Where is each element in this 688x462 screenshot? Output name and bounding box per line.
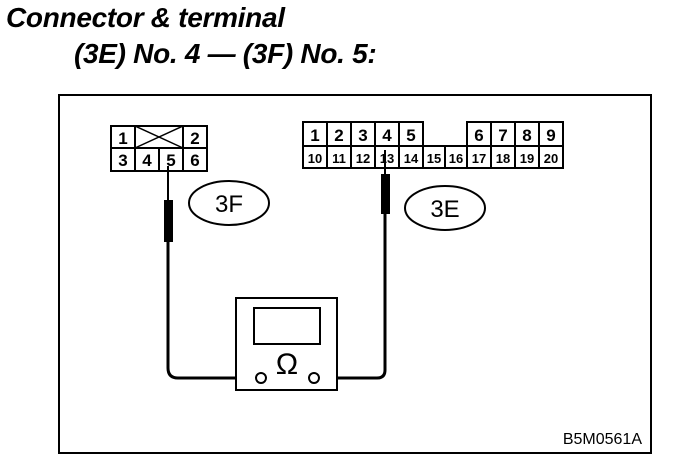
pin-3e-15: 15 (427, 151, 441, 166)
ohmmeter: Ω (235, 297, 338, 391)
pin-3e-12: 12 (356, 151, 370, 166)
connector-3e: 1 2 3 4 5 6 7 8 9 10 11 12 13 14 15 16 1… (302, 121, 564, 169)
pin-3e-6: 6 (474, 126, 483, 145)
probe-3e (381, 174, 390, 214)
ohmmeter-terminal-right (308, 372, 320, 384)
pin-3e-7: 7 (498, 126, 507, 145)
pin-3e-19: 19 (520, 151, 534, 166)
pin-3e-4: 4 (382, 126, 392, 145)
ohmmeter-display (253, 307, 321, 345)
pin-3e-14: 14 (404, 151, 419, 166)
pin-3e-8: 8 (522, 126, 531, 145)
pin-3e-9: 9 (546, 126, 555, 145)
label-ellipse-3e (404, 185, 486, 231)
title-line-1: Connector & terminal (6, 2, 285, 33)
ohmmeter-terminal-left (255, 372, 267, 384)
ohm-symbol: Ω (276, 348, 298, 381)
pin-3e-1: 1 (310, 126, 319, 145)
diagram-frame (58, 94, 652, 454)
connector-3e-label: 3E (430, 196, 459, 223)
pin-3f-3: 3 (118, 151, 127, 170)
probe-3f (164, 200, 173, 242)
pin-3e-16: 16 (449, 151, 463, 166)
pin-3e-5: 5 (406, 126, 415, 145)
figure-code: B5M0561A (563, 431, 642, 448)
pin-3f-6: 6 (190, 151, 199, 170)
test-lead-3e (316, 150, 390, 380)
connector-3e-bottom (302, 145, 564, 169)
pin-3e-3: 3 (358, 126, 367, 145)
pin-3f-1: 1 (118, 129, 127, 148)
pin-3f-2: 2 (190, 129, 199, 148)
label-ellipse-3f (188, 180, 270, 226)
pin-3e-18: 18 (496, 151, 510, 166)
pin-3e-11: 11 (332, 151, 346, 166)
pin-3f-5: 5 (166, 151, 175, 170)
test-lead-3f (164, 166, 258, 380)
pin-3e-17: 17 (472, 151, 486, 166)
pin-3e-20: 20 (544, 151, 558, 166)
pin-3e-2: 2 (334, 126, 343, 145)
pin-3e-13: 13 (380, 151, 394, 166)
pin-3e-10: 10 (308, 151, 322, 166)
connector-3f: 1 2 3 4 5 6 (110, 125, 208, 172)
connector-3f-label: 3F (215, 191, 243, 218)
title-line-2: (3E) No. 4 — (3F) No. 5: (74, 38, 377, 69)
pin-3f-4: 4 (142, 151, 152, 170)
